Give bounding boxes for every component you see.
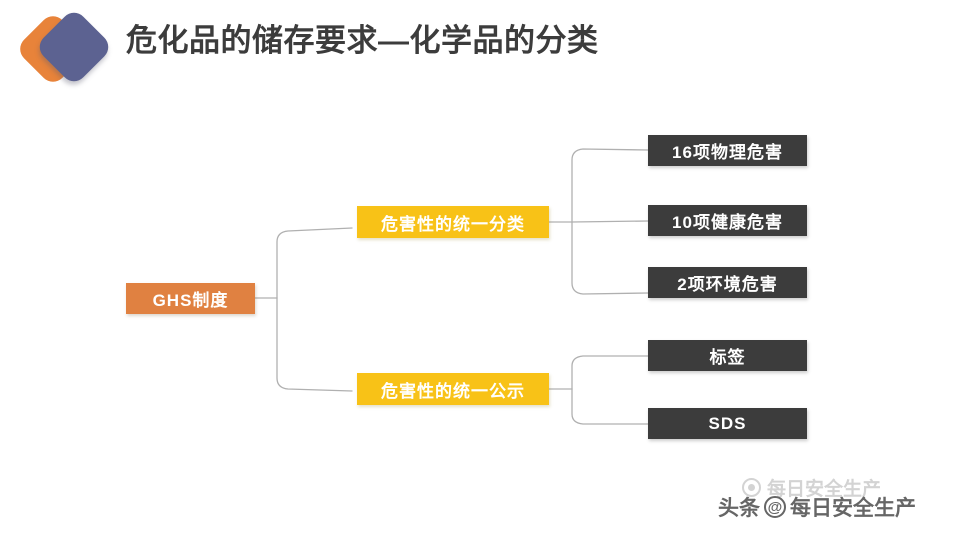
watermark-prefix: 头条 [718, 497, 760, 520]
watermark-main-text: 每日安全生产 [790, 497, 916, 520]
connector-root-to-communication [276, 297, 353, 392]
node-label[interactable]: 标签 [648, 340, 807, 371]
watermark-faint-text: 每日安全生产 [767, 479, 882, 500]
node-health-hazards[interactable]: 10项健康危害 [648, 205, 807, 236]
connector-communication-to-sds [571, 388, 649, 425]
page-title: 危化品的储存要求—化学品的分类 [126, 23, 599, 58]
node-sds[interactable]: SDS [648, 408, 807, 439]
node-unified-classification[interactable]: 危害性的统一分类 [357, 206, 549, 238]
slide-header: 危化品的储存要求—化学品的分类 [0, 0, 960, 92]
node-unified-communication[interactable]: 危害性的统一公示 [357, 373, 549, 405]
node-ghs-root[interactable]: GHS制度 [126, 283, 255, 314]
node-environmental-hazards[interactable]: 2项环境危害 [648, 267, 807, 298]
node-physical-hazards[interactable]: 16项物理危害 [648, 135, 807, 166]
double-diamond-logo-icon [14, 7, 114, 88]
connector-classification-to-environment [571, 221, 649, 295]
at-sign-icon: @ [764, 496, 786, 518]
circle-dot-icon [742, 478, 761, 497]
connector-communication-to-label [571, 355, 649, 390]
connector-classification-to-health [571, 220, 649, 223]
connector-classification-to-physical [571, 148, 649, 223]
watermark-main: 头条 @ 每日安全生产 [718, 492, 916, 522]
watermark-faint: 每日安全生产 [742, 474, 881, 501]
connector-root-to-classification [276, 227, 353, 299]
